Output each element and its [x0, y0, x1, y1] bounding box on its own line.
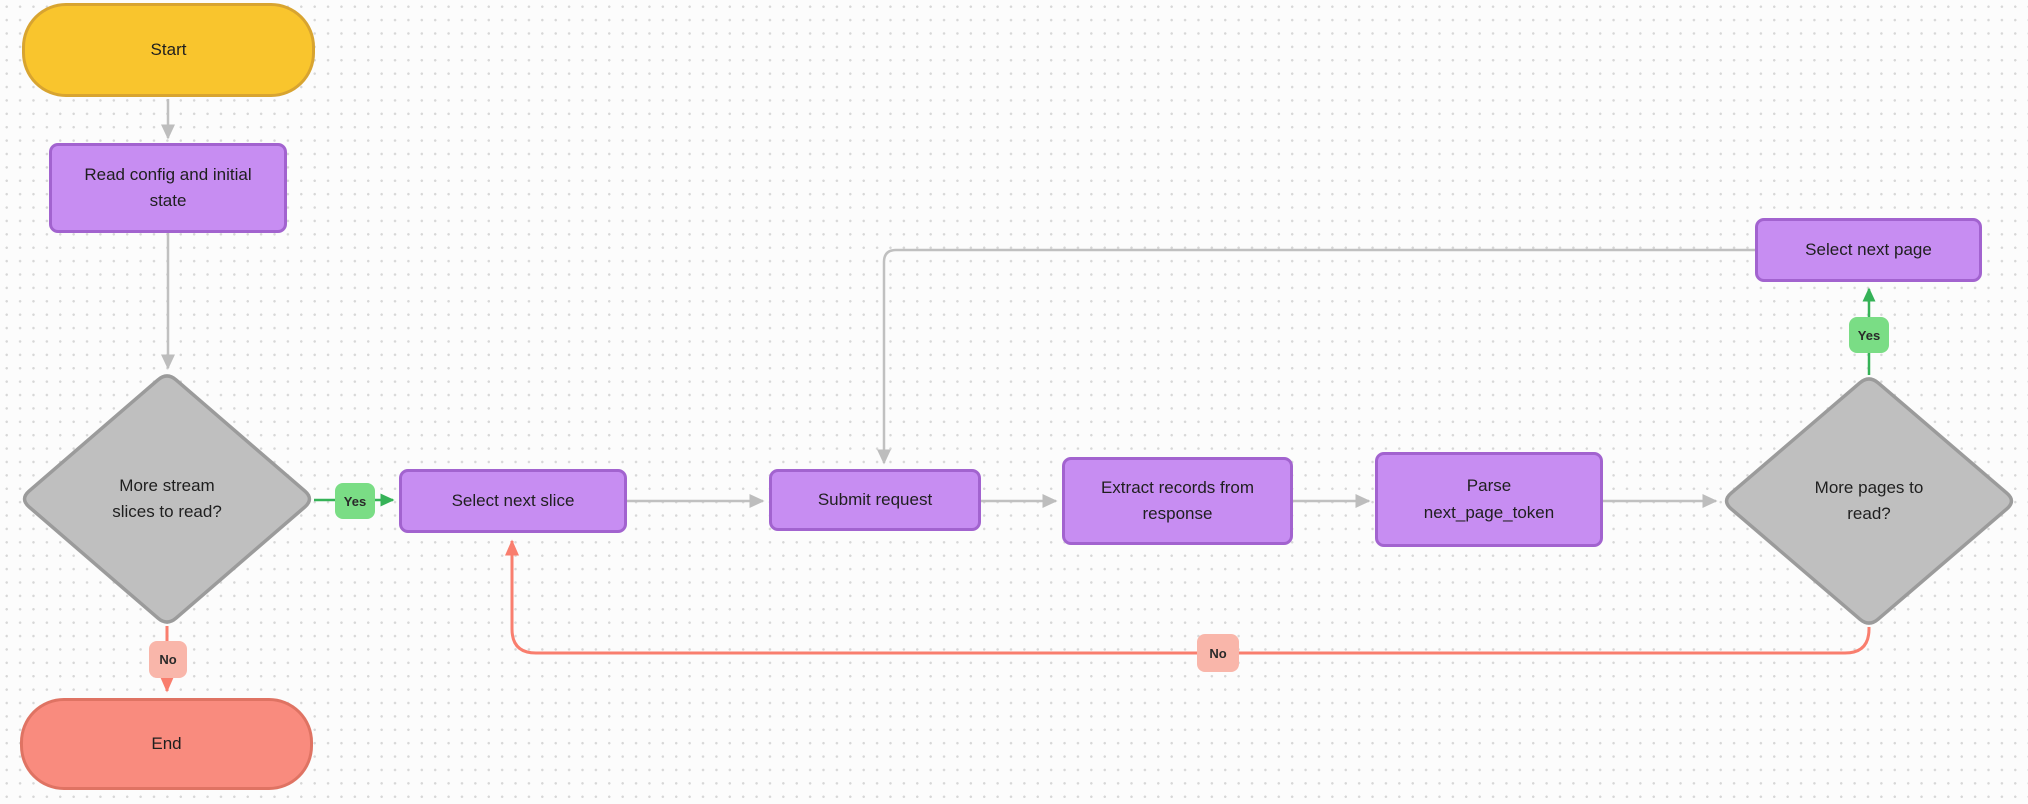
- edge-label-more-slices-no[interactable]: No: [149, 641, 187, 678]
- node-more-stream-slices-shape[interactable]: [22, 374, 312, 624]
- node-more-pages-label: More pages to read?: [1814, 477, 1924, 523]
- node-end[interactable]: End: [20, 698, 313, 790]
- node-submit-request-label: Submit request: [817, 489, 933, 509]
- edge-select-page-to-submit-request[interactable]: [877, 248, 1755, 465]
- node-select-next-slice[interactable]: Select next slice: [399, 469, 627, 533]
- node-select-next-page-label: Select next page: [1805, 239, 1932, 259]
- node-extract-records[interactable]: Extract records from response: [1062, 457, 1293, 545]
- node-submit-request[interactable]: Submit request: [769, 469, 981, 531]
- node-parse-next-page-token[interactable]: Parse next_page_token: [1375, 452, 1603, 547]
- edge-label-more-slices-yes-text: Yes: [343, 493, 367, 509]
- edge-label-more-pages-yes[interactable]: Yes: [1849, 317, 1889, 353]
- node-more-stream-slices-label-box: More stream slices to read?: [57, 449, 277, 549]
- edge-label-more-pages-no-text: No: [1209, 645, 1227, 661]
- node-start[interactable]: Start: [22, 3, 315, 97]
- node-select-next-page[interactable]: Select next page: [1755, 218, 1982, 282]
- node-more-pages-label-box: More pages to read?: [1759, 451, 1979, 551]
- node-read-config-label: Read config and initial state: [84, 164, 252, 210]
- node-read-config[interactable]: Read config and initial state: [49, 143, 287, 233]
- edge-more-pages-no-to-select-slice[interactable]: [505, 539, 1871, 655]
- edge-label-more-slices-yes[interactable]: Yes: [335, 483, 375, 519]
- edge-label-more-slices-no-text: No: [159, 652, 177, 667]
- edge-label-more-pages-yes-text: Yes: [1857, 327, 1881, 343]
- node-end-label: End: [151, 733, 182, 753]
- node-start-label: Start: [150, 39, 187, 59]
- node-parse-next-page-token-label: Parse next_page_token: [1423, 476, 1555, 522]
- node-more-stream-slices-label: More stream slices to read?: [112, 475, 222, 521]
- edge-label-more-pages-no[interactable]: No: [1197, 634, 1239, 672]
- node-more-pages-shape[interactable]: [1724, 377, 2014, 625]
- node-select-next-slice-label: Select next slice: [451, 490, 575, 510]
- node-extract-records-label: Extract records from response: [1100, 477, 1255, 523]
